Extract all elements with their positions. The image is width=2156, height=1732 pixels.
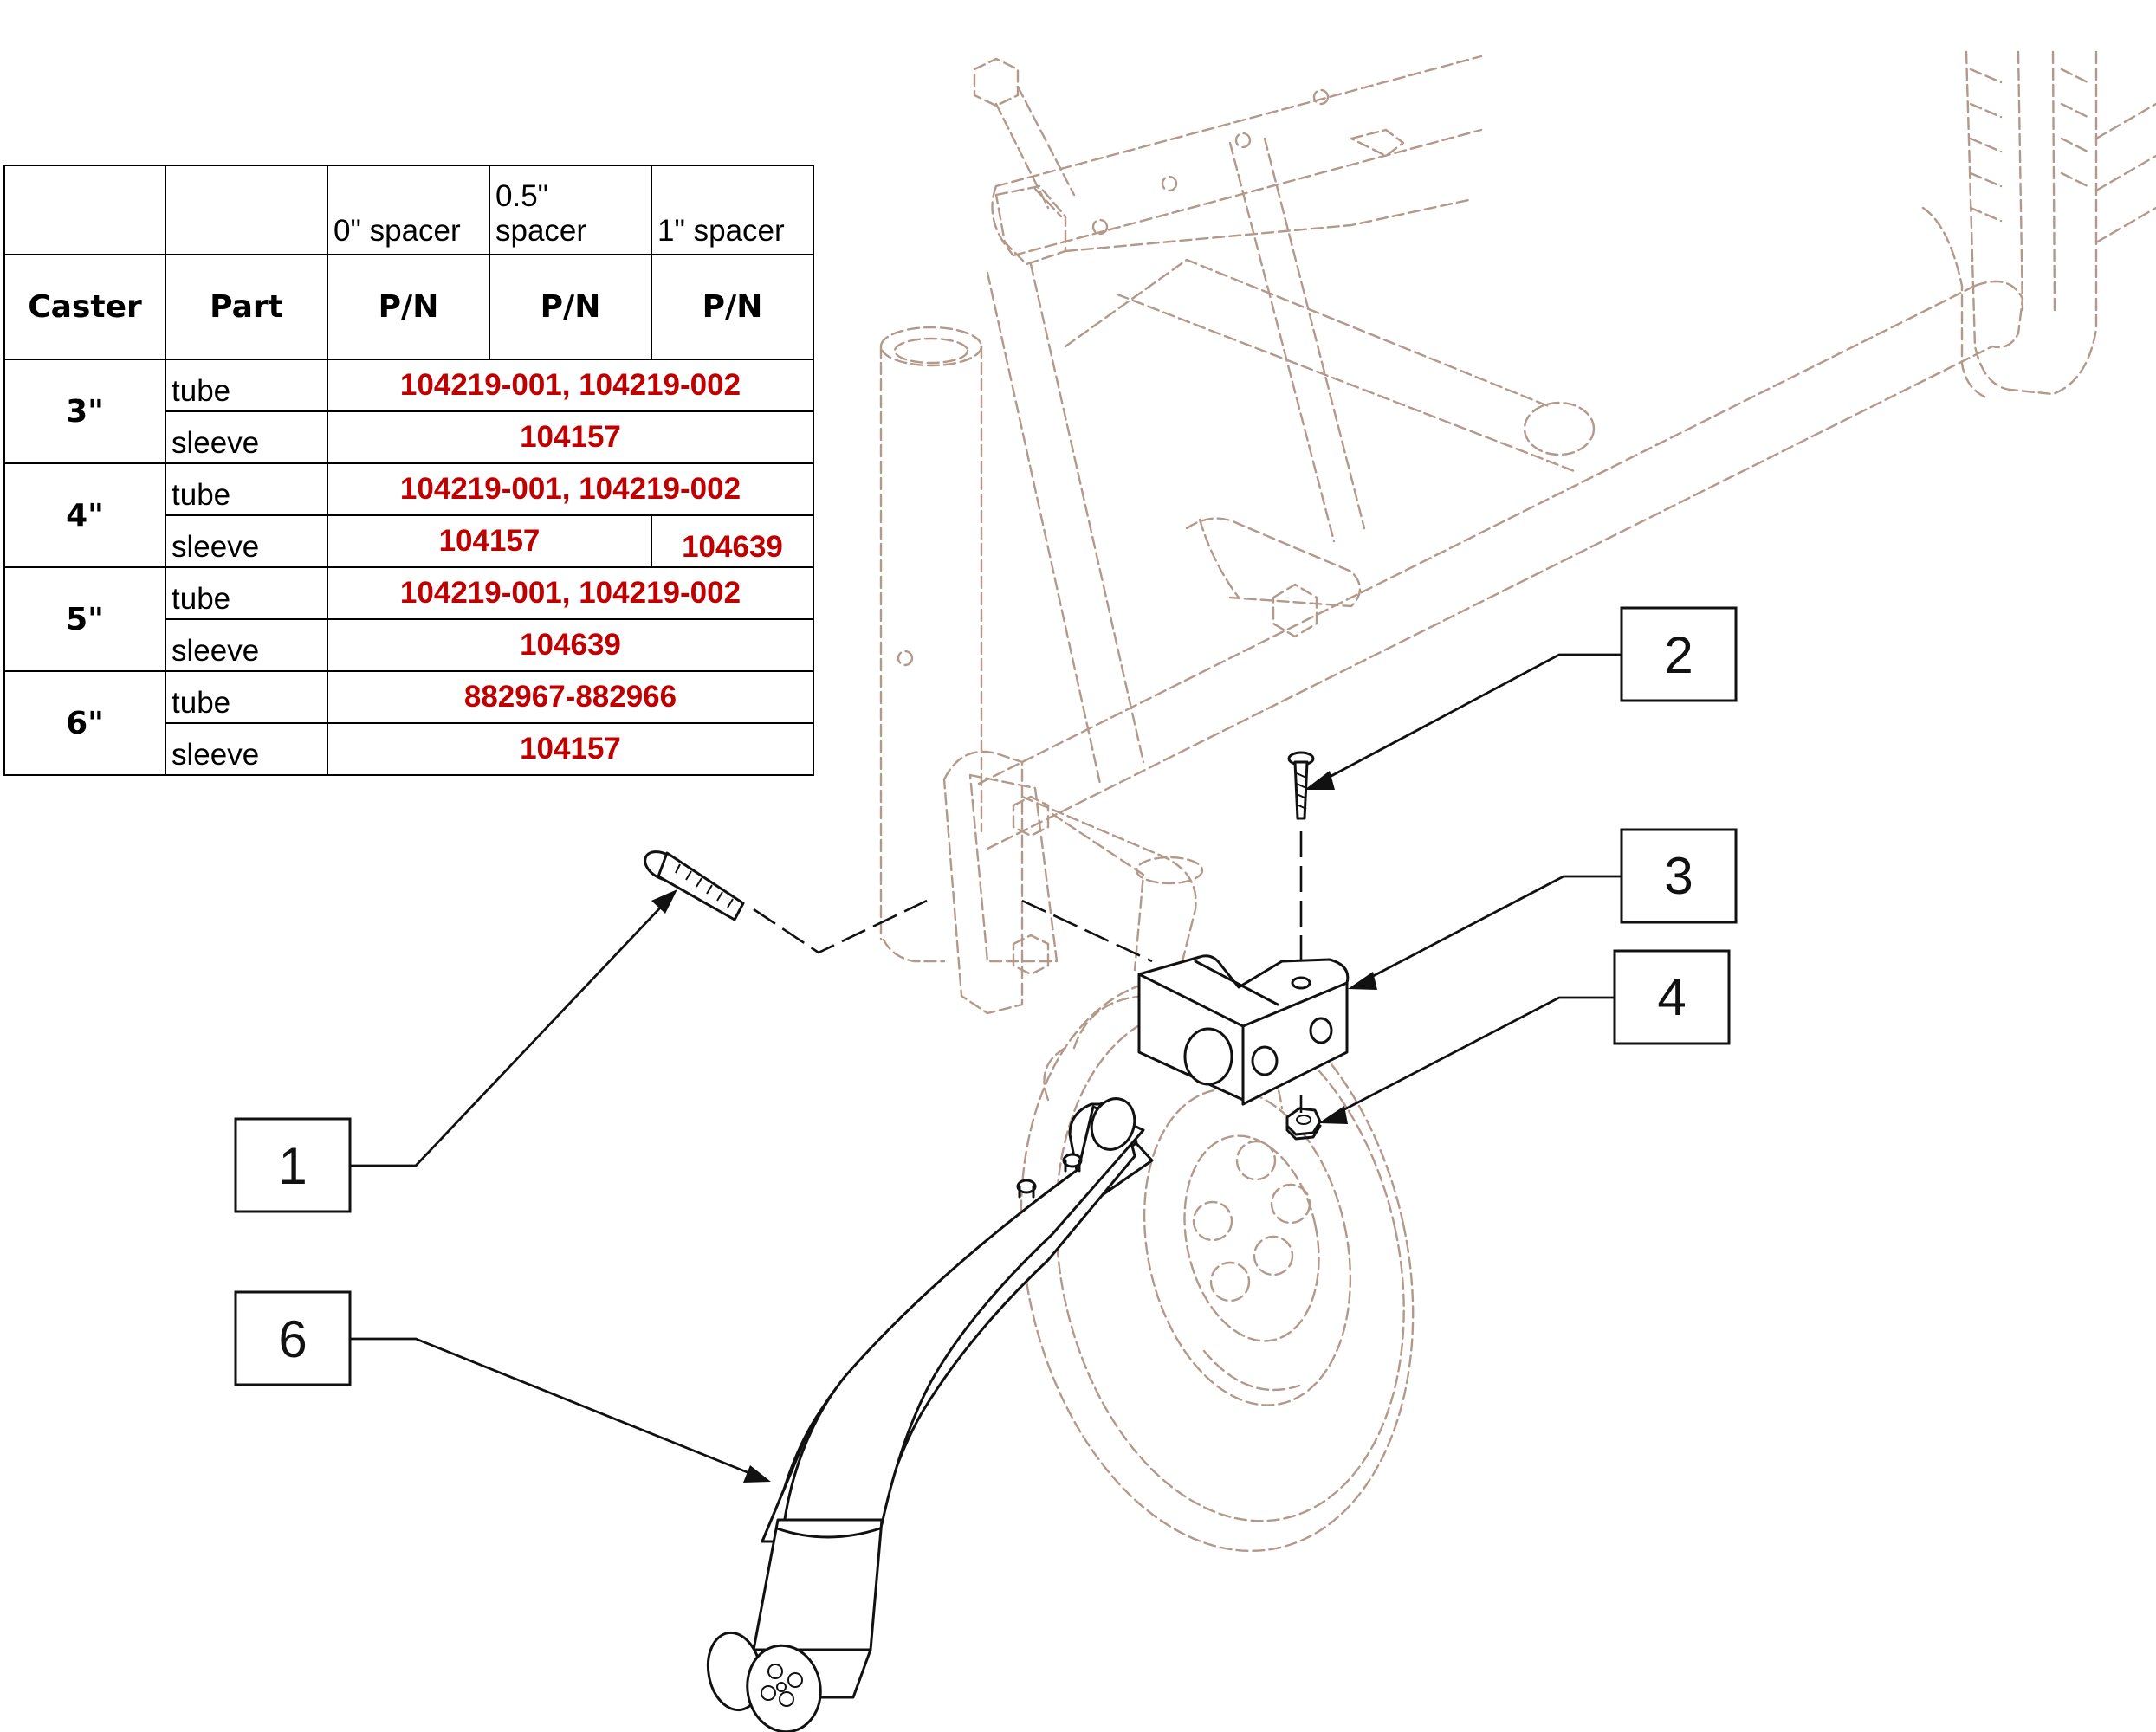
part-2-screw bbox=[1287, 751, 1315, 820]
table-row: sleeve 104639 bbox=[4, 618, 814, 672]
column-header-part: Part bbox=[165, 254, 328, 360]
caster-parts-table: 0" spacer 0.5" spacer 1" spacer Caster P… bbox=[3, 165, 814, 776]
svg-text:2: 2 bbox=[1664, 626, 1693, 684]
callout-1: 1 bbox=[234, 889, 677, 1213]
part-3-clamp-block bbox=[1137, 954, 1350, 1106]
assembly-line-1 bbox=[753, 899, 928, 954]
part-name: tube bbox=[165, 359, 328, 412]
part-name: tube bbox=[165, 670, 328, 724]
caster-size: 5" bbox=[3, 566, 166, 672]
part-number: 104639 bbox=[651, 514, 814, 568]
callout-4: 4 bbox=[1318, 949, 1731, 1124]
header-spacer-1: 1" spacer bbox=[651, 165, 814, 255]
svg-text:1: 1 bbox=[278, 1137, 307, 1195]
part-name: tube bbox=[165, 462, 328, 516]
callout-2: 2 bbox=[1305, 606, 1738, 790]
spacer-header-row: 0" spacer 0.5" spacer 1" spacer bbox=[3, 165, 814, 255]
svg-text:6: 6 bbox=[278, 1310, 307, 1368]
part-name: tube bbox=[165, 566, 328, 620]
part-number: 104219-001, 104219-002 bbox=[327, 566, 814, 620]
table-row: 4" tube 104219-001, 104219-002 bbox=[3, 462, 814, 568]
column-header-pn: P/N bbox=[651, 254, 814, 360]
callout-6: 6 bbox=[234, 1290, 771, 1483]
part-4-nut bbox=[1285, 1107, 1322, 1141]
caster-size: 4" bbox=[3, 462, 166, 568]
caster-size: 6" bbox=[3, 670, 166, 776]
column-header-pn: P/N bbox=[489, 254, 652, 360]
svg-text:3: 3 bbox=[1664, 847, 1693, 905]
part-number: 104219-001, 104219-002 bbox=[327, 462, 814, 516]
header-empty-cell bbox=[3, 165, 166, 255]
part-number: 104157 bbox=[327, 722, 814, 776]
column-header-caster: Caster bbox=[3, 254, 166, 360]
part-number: 104157 bbox=[327, 514, 652, 568]
callout-3: 3 bbox=[1348, 828, 1738, 990]
table-row: sleeve 104157 bbox=[4, 410, 814, 464]
header-spacer-05: 0.5" spacer bbox=[489, 165, 652, 255]
part-number: 104639 bbox=[327, 618, 814, 672]
part-6-extension-tube bbox=[706, 1097, 1154, 1732]
table-row: sleeve 104157 bbox=[4, 722, 814, 776]
header-spacer-0: 0" spacer bbox=[327, 165, 490, 255]
header-empty-cell bbox=[165, 165, 328, 255]
table-row: 6" tube 882967-882966 bbox=[3, 670, 814, 776]
part-name: sleeve bbox=[165, 722, 328, 776]
part-name: sleeve bbox=[165, 514, 328, 568]
part-1-bolt bbox=[644, 850, 745, 921]
column-header-pn: P/N bbox=[327, 254, 490, 360]
table-row: 5" tube 104219-001, 104219-002 bbox=[3, 566, 814, 672]
part-number: 104219-001, 104219-002 bbox=[327, 359, 814, 412]
table-row: 3" tube 104219-001, 104219-002 bbox=[3, 359, 814, 464]
table-row: sleeve 104157 104639 bbox=[4, 514, 814, 568]
ghost-wheelchair-frame bbox=[879, 50, 2156, 1553]
part-name: sleeve bbox=[165, 618, 328, 672]
part-number: 882967-882966 bbox=[327, 670, 814, 724]
caster-size: 3" bbox=[3, 359, 166, 464]
column-header-row: Caster Part P/N P/N P/N bbox=[3, 254, 814, 360]
svg-text:4: 4 bbox=[1657, 968, 1686, 1026]
part-number: 104157 bbox=[327, 410, 814, 464]
part-name: sleeve bbox=[165, 410, 328, 464]
assembly-line-1b bbox=[1021, 899, 1153, 963]
